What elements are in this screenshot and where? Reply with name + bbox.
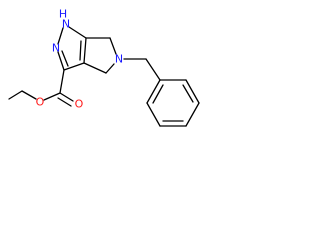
bond-ph-2 bbox=[185, 79, 200, 104]
atom-h: H bbox=[59, 8, 67, 21]
bond-ch2-ph bbox=[145, 58, 161, 81]
bond-ccarb-o-double-b bbox=[57, 97, 72, 107]
atom-n5: N bbox=[115, 53, 123, 66]
bond-ph-6 bbox=[146, 79, 161, 104]
atom-n1: N bbox=[62, 18, 70, 31]
chemical-structure: H N N N O O bbox=[8, 8, 200, 127]
atom-o-carbonyl: O bbox=[75, 98, 84, 111]
bond-c3a-c3 bbox=[63, 62, 85, 71]
bond-c3-ccarb bbox=[59, 69, 65, 94]
bond-ccarb-o-single bbox=[43, 92, 61, 101]
bond-c3-n2-double bbox=[61, 50, 69, 67]
bond-c3-n2 bbox=[57, 51, 65, 71]
bond-c7-n5 bbox=[109, 37, 117, 55]
atom-labels: H N N N O O bbox=[36, 8, 123, 111]
bond-n1-n2 bbox=[57, 27, 64, 45]
bond-ch2-ch3 bbox=[8, 90, 23, 100]
bonds bbox=[8, 26, 200, 127]
bond-ph-2-double bbox=[182, 84, 194, 103]
bond-n5-c4 bbox=[105, 63, 115, 74]
bond-n1-c7a bbox=[68, 26, 87, 39]
bond-ph-6-double bbox=[152, 84, 164, 104]
bond-ph-3 bbox=[185, 102, 200, 127]
bond-c4-c3a bbox=[83, 62, 107, 74]
atom-n2: N bbox=[52, 42, 60, 55]
bond-c7a-c3a-double bbox=[79, 40, 82, 61]
bond-ccarb-o-double-a bbox=[59, 92, 74, 102]
bond-o-ch2 bbox=[21, 90, 37, 100]
bond-ph-5 bbox=[146, 102, 161, 127]
atom-o-ester: O bbox=[36, 96, 45, 109]
bond-c7a-c3a bbox=[83, 37, 87, 64]
